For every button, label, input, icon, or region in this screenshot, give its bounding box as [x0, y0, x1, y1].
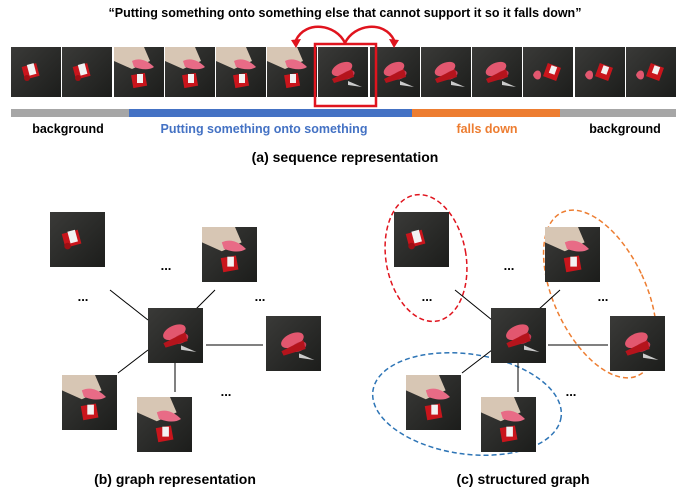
sequence-frame	[267, 47, 317, 97]
ellipsis: ...	[422, 289, 433, 304]
graph-node-frame	[491, 308, 546, 363]
graph-node-frame	[62, 375, 117, 430]
caption-sequence: (a) sequence representation	[252, 149, 439, 165]
ellipsis: ...	[78, 289, 89, 304]
graph-c: ... ... ... ...	[371, 193, 665, 456]
graph-node-frame	[266, 316, 321, 371]
segment-background-start	[11, 109, 129, 117]
graph-b: ... ... ... ...	[50, 212, 321, 452]
graph-edge	[117, 349, 149, 374]
ellipsis: ...	[598, 289, 609, 304]
arrowhead-left	[291, 39, 301, 48]
ellipsis: ...	[161, 258, 172, 273]
graph-node-frame	[406, 375, 461, 430]
segment-label-background-start: background	[32, 122, 104, 136]
segment-label-background-end: background	[589, 122, 661, 136]
ellipsis: ...	[504, 258, 515, 273]
cluster-background-ellipse	[384, 193, 468, 323]
segment-putting	[129, 109, 412, 117]
ellipsis: ...	[221, 384, 232, 399]
sequence-frame	[11, 47, 61, 97]
cluster-putting-ellipse	[371, 352, 563, 456]
graph-node-frame	[137, 397, 192, 452]
graph-edge	[109, 289, 149, 321]
graph-node-frame	[545, 227, 600, 282]
frame-strip	[11, 47, 676, 97]
segment-label-falls-down: falls down	[456, 122, 517, 136]
segment-bar	[11, 109, 676, 117]
caption-graph: (b) graph representation	[94, 471, 256, 487]
attention-arrow-right	[343, 25, 396, 44]
caption-structured-graph: (c) structured graph	[456, 471, 589, 487]
sequence-frame	[318, 47, 368, 97]
segment-background-end	[560, 109, 676, 117]
sequence-frame	[626, 47, 676, 97]
graph-edge	[461, 349, 493, 374]
segment-label-putting: Putting something onto something	[161, 122, 368, 136]
sequence-frame	[421, 47, 471, 97]
highlighted-frame-box	[313, 42, 378, 108]
sequence-frame	[370, 47, 420, 97]
graph-node-frame	[148, 308, 203, 363]
graph-edge	[537, 289, 561, 311]
sequence-frame	[216, 47, 266, 97]
segment-falls-down	[412, 109, 560, 117]
sequence-frame	[62, 47, 112, 97]
graph-edge	[454, 289, 493, 321]
sequence-frame	[575, 47, 625, 97]
attention-arrow-left	[294, 25, 347, 44]
sequence-frame	[472, 47, 522, 97]
arrowhead-right	[389, 39, 399, 48]
graph-node-frame	[202, 227, 257, 282]
graph-node-frame	[394, 212, 449, 267]
sequence-frame	[114, 47, 164, 97]
figure-title: “Putting something onto something else t…	[109, 6, 582, 20]
sequence-frame	[523, 47, 573, 97]
graph-edge	[194, 289, 216, 311]
graph-node-frame	[50, 212, 105, 267]
ellipsis: ...	[566, 384, 577, 399]
ellipsis: ...	[255, 289, 266, 304]
graph-node-frame	[610, 316, 665, 371]
graph-node-frame	[481, 397, 536, 452]
cluster-falls-ellipse	[542, 209, 658, 379]
sequence-frame	[165, 47, 215, 97]
